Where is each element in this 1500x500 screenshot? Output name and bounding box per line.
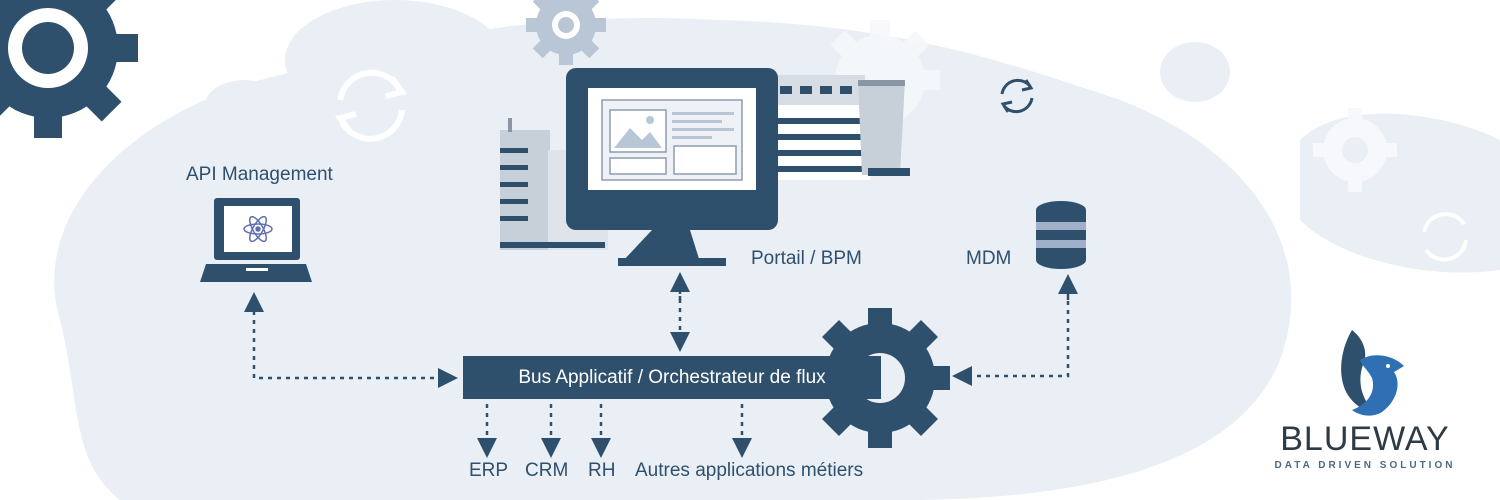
target-rh-label: RH bbox=[588, 460, 616, 481]
brand-tagline: DATA DRIVEN SOLUTION bbox=[1274, 460, 1456, 471]
database-icon bbox=[1036, 201, 1086, 269]
bird-logo-icon bbox=[1341, 330, 1404, 416]
target-other-apps-label: Autres applications métiers bbox=[635, 460, 864, 481]
atom-icon bbox=[243, 215, 273, 243]
connector-arrows bbox=[244, 272, 1078, 458]
api-management-label: API Management bbox=[186, 164, 333, 185]
brand-name: BLUEWAY bbox=[1280, 420, 1450, 458]
mdm-label: MDM bbox=[966, 248, 1012, 269]
sync-icon bbox=[1422, 212, 1468, 262]
portal-bpm-label: Portail / BPM bbox=[751, 248, 862, 269]
monitor-icon bbox=[566, 68, 778, 266]
laptop-icon bbox=[200, 198, 312, 282]
gear-icon bbox=[1313, 108, 1397, 192]
sync-icon bbox=[334, 69, 408, 142]
sync-icon bbox=[1000, 78, 1034, 114]
bus-applicatif-box: Bus Applicatif / Orchestrateur de flux bbox=[463, 356, 881, 399]
target-crm-label: CRM bbox=[525, 460, 569, 481]
gear-icon bbox=[0, 0, 138, 138]
target-erp-label: ERP bbox=[469, 460, 509, 481]
